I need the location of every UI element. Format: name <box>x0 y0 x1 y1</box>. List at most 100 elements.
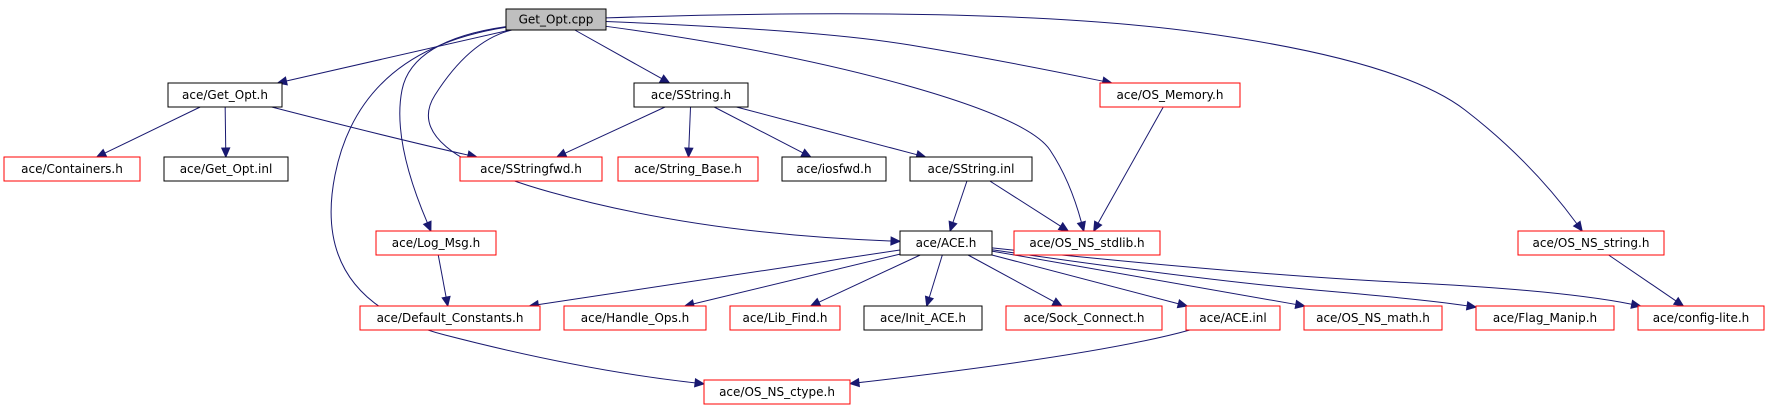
node-init-ace-h[interactable]: ace/Init_ACE.h <box>863 305 983 331</box>
node-box <box>1303 305 1443 331</box>
node-label: ace/config-lite.h <box>1653 311 1750 325</box>
edge-ace_h-to-os_ns_math_h <box>991 250 1306 310</box>
node-log-msg-h[interactable]: ace/Log_Msg.h <box>375 230 497 256</box>
node-sstring-inl[interactable]: ace/SString.inl <box>909 156 1033 182</box>
node-handle-ops-h[interactable]: ace/Handle_Ops.h <box>563 305 707 331</box>
edge-line <box>688 106 692 149</box>
edge-line <box>991 247 1632 305</box>
edge-line <box>271 106 469 156</box>
arrowhead <box>800 148 812 158</box>
edge-get_opt_cpp-to-sstring_h <box>574 29 671 84</box>
edge-get_opt_cpp-to-os_ns_ctype_h <box>330 26 706 388</box>
node-get-opt-h[interactable]: ace/Get_Opt.h <box>167 82 283 108</box>
edge-line <box>1097 106 1164 224</box>
edge-line <box>989 180 1061 227</box>
edge-os_ns_string_h-to-config_lite_h <box>1608 254 1685 307</box>
edge-line <box>713 106 804 154</box>
edge-line <box>967 254 1055 303</box>
node-box <box>359 305 541 331</box>
node-ace-inl[interactable]: ace/ACE.inl <box>1185 305 1281 331</box>
edge-line <box>399 26 507 223</box>
node-sstringfwd-h[interactable]: ace/SStringfwd.h <box>459 156 603 182</box>
edge-sstring_h-to-string_base_h <box>684 106 694 159</box>
node-box <box>1013 230 1161 256</box>
edge-line <box>952 180 968 223</box>
edge-line <box>538 249 901 306</box>
node-label: Get_Opt.cpp <box>519 13 594 27</box>
edge-ace_h-to-config_lite_h <box>991 247 1642 309</box>
edge-get_opt_cpp-to-os_ns_string_h <box>605 13 1583 232</box>
edge-get_opt_cpp-to-log_msg_h <box>399 26 507 233</box>
node-label: ace/iosfwd.h <box>796 162 871 176</box>
arrowhead <box>890 236 902 246</box>
edge-ace_h-to-default_constants_h <box>528 249 901 310</box>
node-lib-find-h[interactable]: ace/Lib_Find.h <box>729 305 841 331</box>
edge-get_opt_h-to-get_opt_inl <box>220 106 231 159</box>
node-string-base-h[interactable]: ace/String_Base.h <box>617 156 759 182</box>
node-os-ns-math-h[interactable]: ace/OS_NS_math.h <box>1303 305 1443 331</box>
node-label: ace/Default_Constants.h <box>377 311 524 325</box>
node-default-constants-h[interactable]: ace/Default_Constants.h <box>359 305 541 331</box>
arrowhead <box>1465 301 1478 311</box>
node-flag-manip-h[interactable]: ace/Flag_Manip.h <box>1475 305 1615 331</box>
edge-line <box>605 13 1578 225</box>
arrowhead <box>95 148 108 158</box>
dependency-nodes: Get_Opt.cpp ace/Get_Opt.h ace/SString.h ace… <box>3 8 1765 405</box>
node-containers-h[interactable]: ace/Containers.h <box>3 156 141 182</box>
arrowhead <box>1176 298 1189 309</box>
node-label: ace/OS_NS_math.h <box>1316 311 1430 325</box>
node-label: ace/Sock_Connect.h <box>1024 311 1145 325</box>
edge-line <box>991 250 1296 305</box>
node-sstring-h[interactable]: ace/SString.h <box>633 82 749 108</box>
node-box <box>729 305 841 331</box>
node-ace-h[interactable]: ace/ACE.h <box>899 230 993 256</box>
node-label: ace/Lib_Find.h <box>742 311 827 325</box>
arrowhead <box>220 147 231 159</box>
edge-sstring_inl-to-ace_h <box>948 180 968 233</box>
edge-ace_h-to-init_ace_h <box>924 254 943 308</box>
edge-line <box>736 106 918 156</box>
node-os-ns-string-h[interactable]: ace/OS_NS_string.h <box>1517 230 1665 256</box>
edge-line <box>693 253 901 305</box>
edge-line <box>437 254 447 298</box>
edge-sstring_h-to-sstringfwd_h <box>555 106 666 158</box>
node-label: ace/Get_Opt.h <box>182 88 268 102</box>
arrowhead <box>1672 296 1685 307</box>
arrowhead <box>694 378 706 388</box>
edge-line <box>818 254 921 303</box>
node-box <box>1005 305 1163 331</box>
node-sock-connect-h[interactable]: ace/Sock_Connect.h <box>1005 305 1163 331</box>
node-os-ns-stdlib-h[interactable]: ace/OS_NS_stdlib.h <box>1013 230 1161 256</box>
arrowhead <box>1057 221 1070 232</box>
node-box <box>909 156 1033 182</box>
edge-ace_h-to-flag_manip_h <box>991 249 1478 311</box>
edge-sstring_inl-to-os_ns_stdlib_h <box>989 180 1070 232</box>
node-label: ace/OS_NS_ctype.h <box>719 385 835 399</box>
arrowhead <box>684 147 694 159</box>
dependency-edges <box>95 13 1685 388</box>
node-get-opt-inl[interactable]: ace/Get_Opt.inl <box>163 156 289 182</box>
node-box <box>899 230 993 256</box>
node-os-ns-ctype-h[interactable]: ace/OS_NS_ctype.h <box>703 379 851 405</box>
node-box <box>617 156 759 182</box>
node-box <box>863 305 983 331</box>
node-box <box>1637 305 1765 331</box>
node-label: ace/SStringfwd.h <box>480 162 582 176</box>
edge-line <box>605 25 1082 223</box>
node-label: ace/SString.inl <box>928 162 1015 176</box>
node-box <box>1099 82 1241 108</box>
edge-line <box>330 26 696 384</box>
node-config-lite-h[interactable]: ace/config-lite.h <box>1637 305 1765 331</box>
edge-line <box>928 254 943 298</box>
edge-sstring_h-to-iosfwd_h <box>713 106 812 158</box>
edge-line <box>858 329 1190 384</box>
node-os-memory-h[interactable]: ace/OS_Memory.h <box>1099 82 1241 108</box>
arrowhead <box>658 74 671 84</box>
node-box <box>1475 305 1615 331</box>
edge-line <box>991 249 1468 307</box>
node-label: ace/OS_NS_stdlib.h <box>1029 236 1144 250</box>
node-box <box>375 230 497 256</box>
node-iosfwd-h[interactable]: ace/iosfwd.h <box>781 156 887 182</box>
edge-get_opt_cpp-to-os_ns_stdlib_h <box>605 25 1086 233</box>
